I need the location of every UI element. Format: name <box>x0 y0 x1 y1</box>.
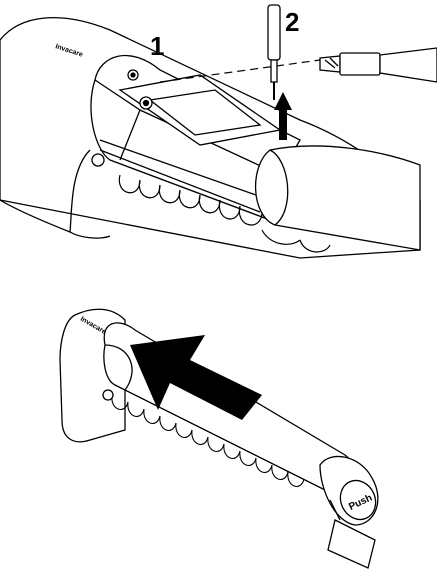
bottom-panel: Push Invacare <box>59 308 379 569</box>
step-number-2: 2 <box>285 7 300 37</box>
top-end-cylinder <box>254 145 421 251</box>
push-button <box>339 479 377 521</box>
bottom-latch <box>327 519 376 569</box>
top-spring <box>118 174 331 253</box>
arrow-left-up-icon <box>130 335 262 420</box>
bit-holder <box>319 47 437 83</box>
step-number-1: 1 <box>150 31 165 61</box>
top-tube-lower <box>0 149 91 233</box>
guide-dashed-line <box>159 59 321 83</box>
screwdriver-icon <box>267 4 281 100</box>
arrow-up-icon <box>274 92 292 140</box>
top-panel: Invacare <box>0 4 437 259</box>
bottom-spring <box>111 394 305 487</box>
